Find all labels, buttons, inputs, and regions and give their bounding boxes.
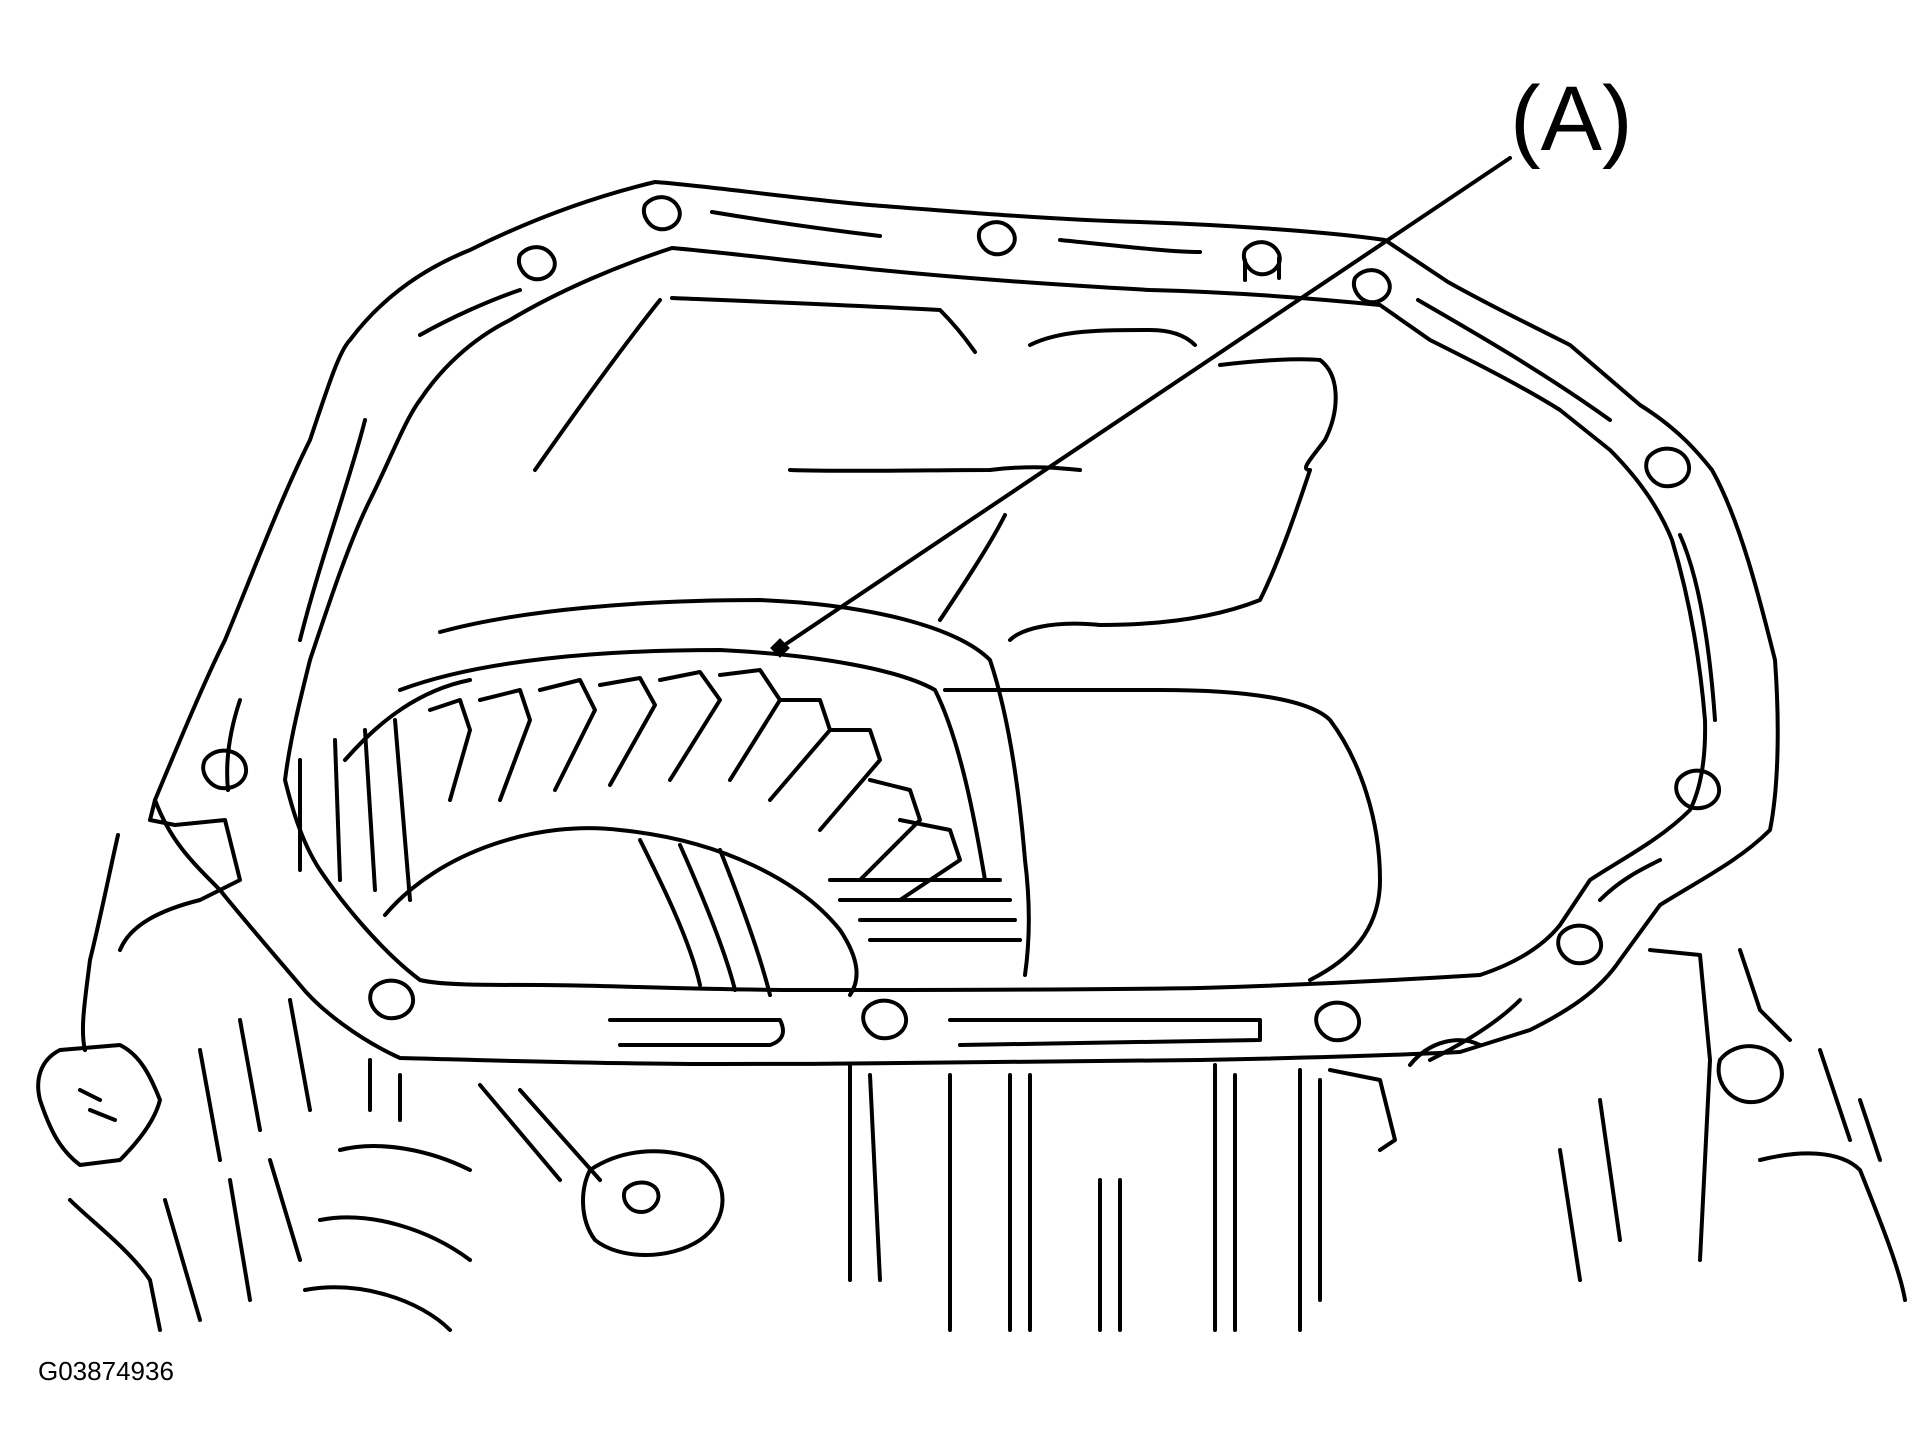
flange-face-lines (225, 210, 1717, 1062)
housing-flange (153, 180, 1780, 1066)
figure-id: G03874936 (38, 1356, 174, 1386)
callout-a: (A) (770, 68, 1633, 658)
callout-leader-line (778, 156, 1512, 650)
left-housing (36, 798, 312, 1332)
callout-leader-dot (770, 638, 790, 658)
bolt-holes (201, 195, 1722, 1043)
lower-housing (303, 948, 1907, 1332)
pinion-gear (383, 826, 859, 997)
carrier-body (533, 296, 1382, 982)
callout-label: (A) (1510, 68, 1633, 170)
ring-gear (298, 598, 1031, 977)
